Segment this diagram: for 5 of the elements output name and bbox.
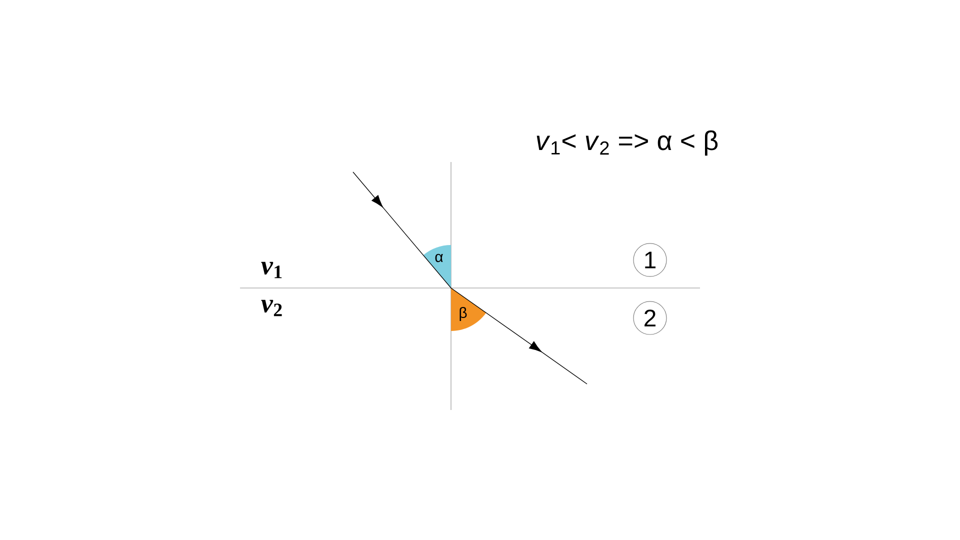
angle-sector: α <box>423 245 451 288</box>
relation-text: v$_{1}$< v$_{2}$ => α < β <box>536 130 718 156</box>
speed-label: v$_{1}$ <box>261 262 282 278</box>
angle-sector: β <box>451 288 486 331</box>
speed-label: v$_{2}$ <box>261 300 282 316</box>
